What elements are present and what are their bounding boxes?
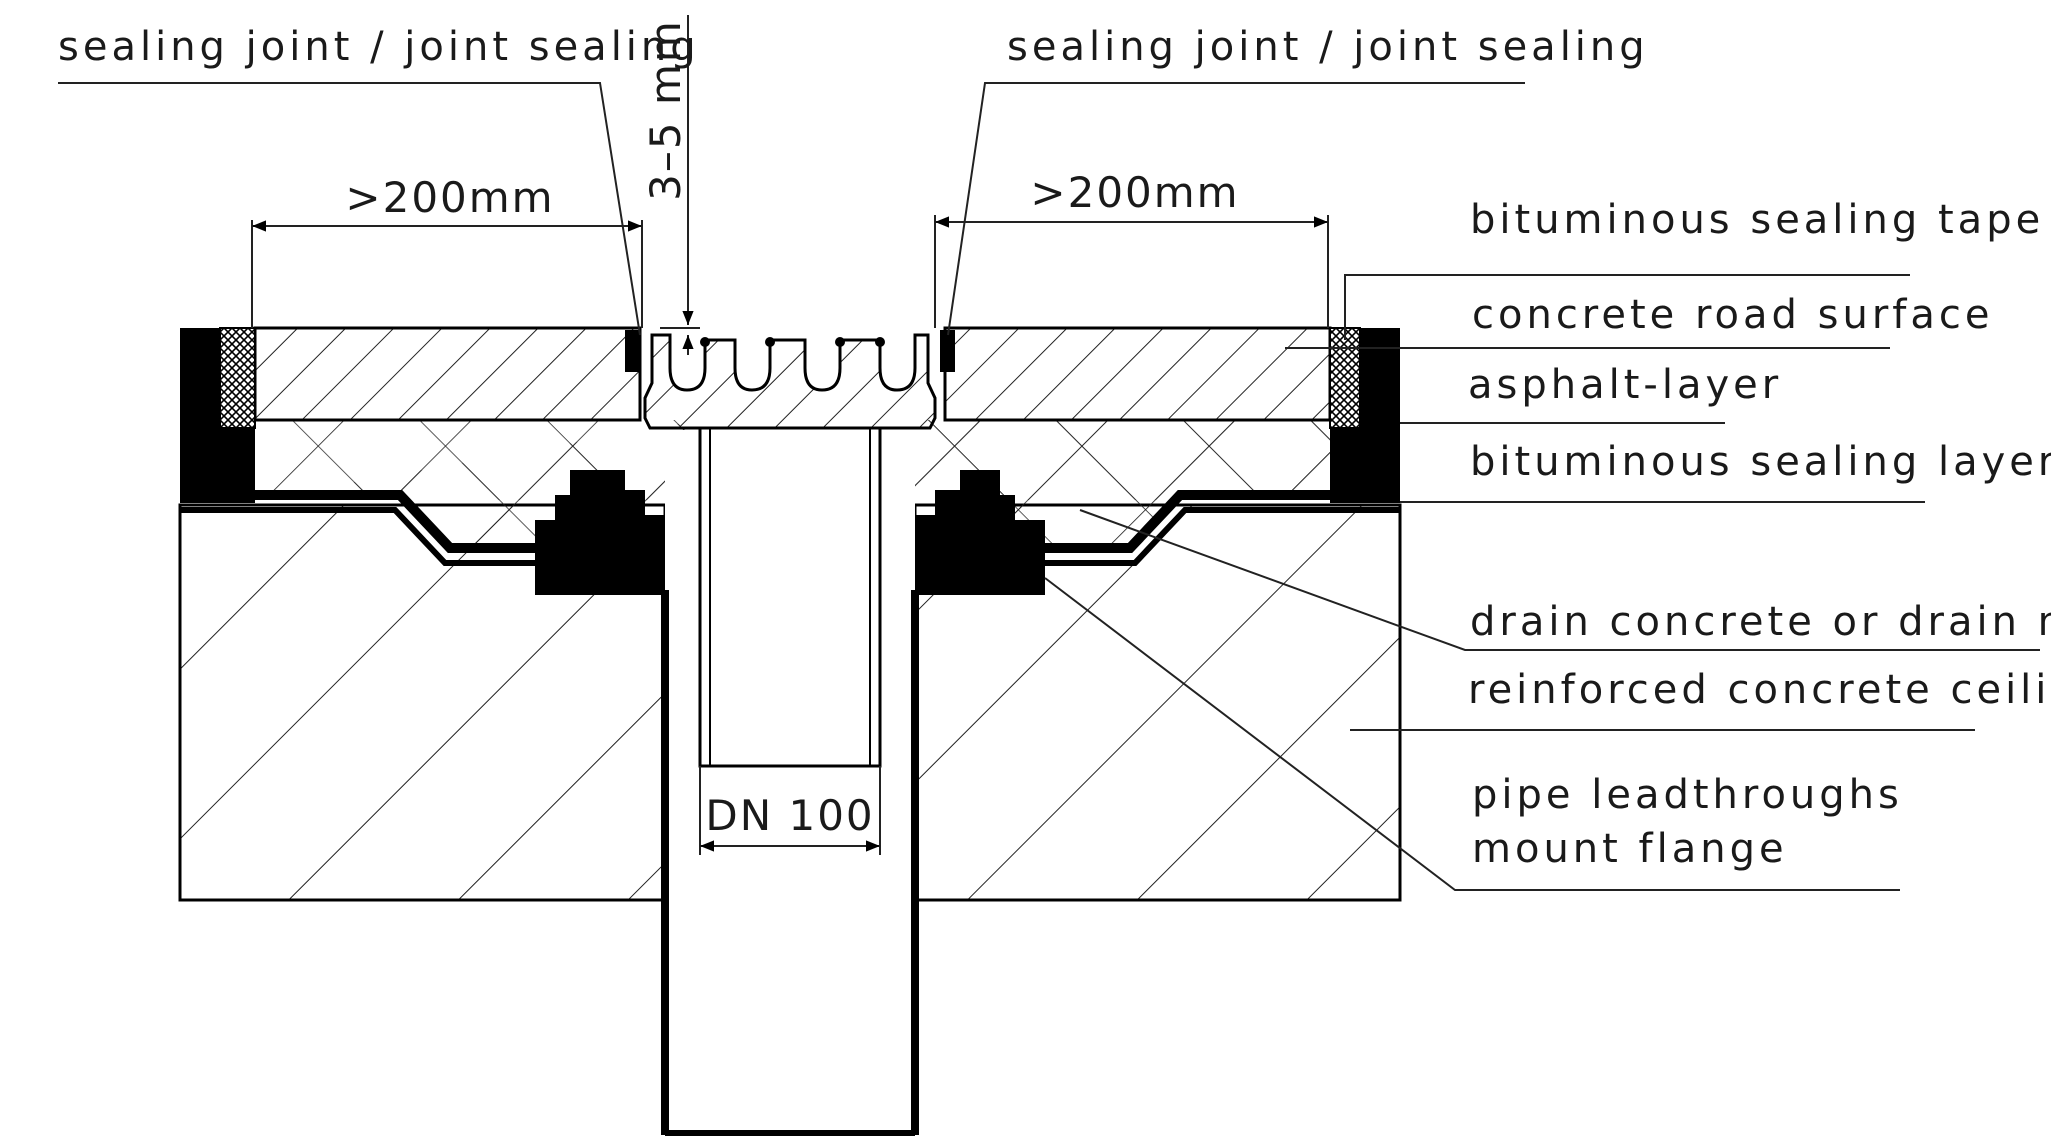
pipe-leadthroughs-label: pipe leadthroughs [1472, 772, 1903, 818]
drain-grate [625, 330, 955, 430]
gap-dimension-label: 3–5 mm [641, 19, 690, 201]
leader-lines [58, 82, 2040, 891]
asphalt-layer-label: asphalt-layer [1468, 362, 1782, 408]
reinforced-concrete-ceiling-label: reinforced concrete ceiling [1468, 667, 2051, 713]
sealing-joint-right-label: sealing joint / joint sealing [1007, 24, 1649, 70]
dimension-pipe: DN 100 [699, 766, 881, 855]
width-right-label: >200mm [1030, 168, 1239, 217]
bituminous-sealing-layer [180, 490, 1400, 566]
dimension-left: >200mm [251, 173, 643, 328]
drain-pipe [661, 426, 919, 1136]
pipe-diameter-label: DN 100 [705, 791, 874, 840]
mount-flange-label: mount flange [1472, 826, 1788, 872]
concrete-road-surface-label: concrete road surface [1472, 292, 1993, 338]
bituminous-sealing-tape-label: bituminous sealing tape [1470, 197, 2044, 243]
width-left-label: >200mm [345, 173, 554, 222]
bituminous-sealing-layer-label: bituminous sealing layer [1470, 439, 2051, 485]
sealing-joint-left-label: sealing joint / joint sealing [58, 24, 700, 70]
mount-flange-left [535, 470, 670, 595]
dimension-right: >200mm [934, 168, 1329, 328]
dimension-gap: 3–5 mm [641, 15, 700, 355]
edge-sealing-left [180, 327, 256, 503]
mount-flange-right [910, 470, 1045, 595]
edge-sealing-right [1329, 327, 1400, 503]
drain-concrete-label: drain concrete or drain mortar [1470, 599, 2051, 645]
